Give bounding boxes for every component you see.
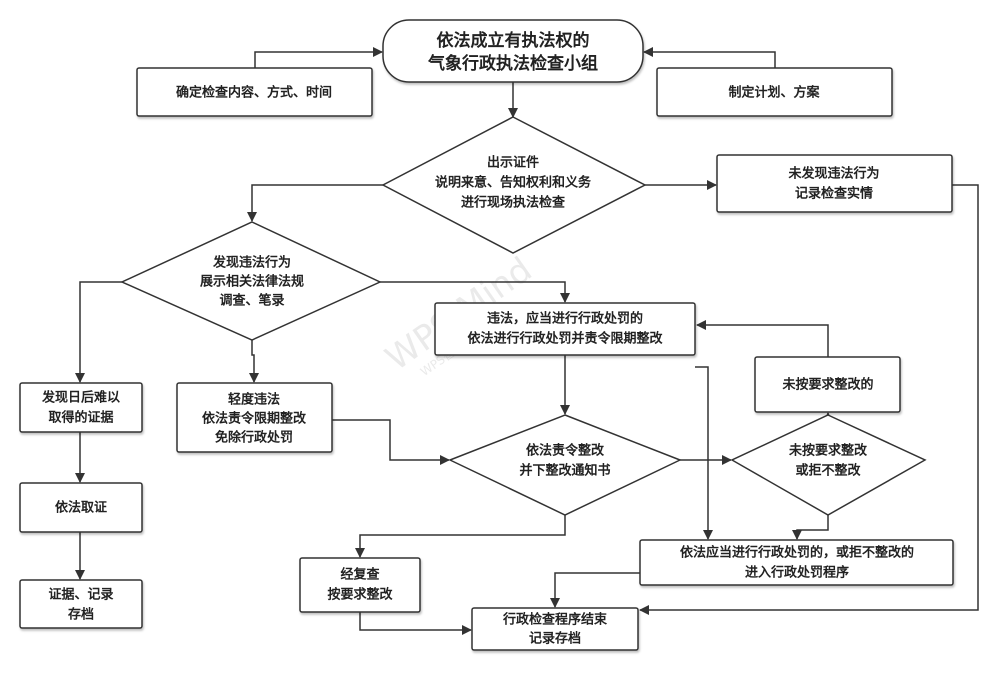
archive-evidence-node: 证据、记录 存档 [19, 579, 143, 629]
inspect-decision: 出示证件 说明来意、告知权利和义务 进行现场执法检查 [381, 116, 647, 254]
svg-text:依法责令限期整改: 依法责令限期整改 [202, 411, 307, 427]
no-violation-node: 未发现违法行为 记录检查实情 [716, 154, 953, 213]
svg-text:依法取证: 依法取证 [55, 500, 107, 516]
arrow-found-hard [75, 281, 122, 383]
arrow-penalty-proc [695, 366, 713, 540]
svg-text:免除行政处罚: 免除行政处罚 [215, 430, 293, 446]
svg-text:进行现场执法检查: 进行现场执法检查 [461, 195, 566, 211]
arrow-found-penalty [380, 281, 570, 303]
arrow-minor-order [332, 419, 450, 465]
hard-evidence-node: 发现日后难以 取得的证据 [19, 382, 143, 433]
svg-text:说明来意、告知权利和义务: 说明来意、告知权利和义务 [435, 175, 592, 191]
svg-text:轻度违法: 轻度违法 [228, 392, 280, 408]
arrow-notrectified-proc [792, 515, 829, 540]
svg-text:违法，应当进行行政处罚的: 违法，应当进行行政处罚的 [487, 311, 643, 327]
arrow-determine-start [254, 47, 383, 68]
svg-text:经复查: 经复查 [340, 567, 380, 583]
svg-text:进入行政处罚程序: 进入行政处罚程序 [745, 565, 849, 581]
svg-text:记录检查实情: 记录检查实情 [795, 186, 873, 202]
order-decision: 依法责令整改 并下整改通知书 [448, 414, 682, 516]
svg-text:并下整改通知书: 并下整改通知书 [519, 463, 610, 479]
svg-text:行政检查程序结束: 行政检查程序结束 [502, 612, 608, 628]
connectors [75, 47, 979, 635]
svg-text:取得的证据: 取得的证据 [48, 410, 113, 426]
found-decision: 发现违法行为 展示相关法律法规 调查、笔录 [120, 221, 382, 341]
svg-text:出示证件: 出示证件 [487, 155, 539, 171]
plan-node: 制定计划、方案 [656, 67, 893, 117]
arrow-box-penalty [696, 320, 829, 357]
penalty-procedure-node: 依法应当进行行政处罚的，或拒不整改的 进入行政处罚程序 [639, 539, 954, 586]
svg-text:未按要求整改: 未按要求整改 [788, 443, 868, 459]
arrow-inspect-found [247, 184, 383, 222]
svg-text:展示相关法律法规: 展示相关法律法规 [200, 274, 304, 290]
svg-text:证据、记录: 证据、记录 [48, 587, 113, 603]
svg-text:确定检查内容、方式、时间: 确定检查内容、方式、时间 [176, 85, 332, 101]
svg-text:依法应当进行行政处罚的，或拒不整改的: 依法应当进行行政处罚的，或拒不整改的 [680, 545, 914, 561]
svg-text:按要求整改: 按要求整改 [327, 587, 393, 603]
collect-node: 依法取证 [19, 482, 143, 533]
svg-text:未按要求整改的: 未按要求整改的 [781, 377, 873, 393]
svg-text:发现日后难以: 发现日后难以 [41, 390, 120, 406]
arrow-rechecked-end [359, 612, 472, 635]
svg-text:记录存档: 记录存档 [529, 631, 581, 647]
start-node: 依法成立有执法权的 气象行政执法检查小组 [382, 19, 644, 83]
arrow-proc-end [550, 572, 640, 608]
svg-text:或拒不整改: 或拒不整改 [795, 463, 861, 479]
svg-text:发现违法行为: 发现违法行为 [212, 255, 291, 271]
not-rectified-decision: 未按要求整改 或拒不整改 [730, 414, 927, 516]
arrow-noviolation-end [639, 184, 979, 615]
determine-node: 确定检查内容、方式、时间 [136, 67, 373, 117]
svg-text:未发现违法行为: 未发现违法行为 [787, 166, 879, 182]
penalty-node: 违法，应当进行行政处罚的 依法进行行政处罚并责令限期整改 [434, 302, 696, 356]
rechecked-node: 经复查 按要求整改 [299, 557, 421, 613]
minor-node: 轻度违法 依法责令限期整改 免除行政处罚 [176, 382, 333, 453]
svg-text:依法成立有执法权的: 依法成立有执法权的 [437, 30, 590, 51]
svg-text:气象行政执法检查小组: 气象行政执法检查小组 [427, 53, 598, 74]
svg-text:依法责令整改: 依法责令整改 [526, 443, 605, 459]
svg-text:制定计划、方案: 制定计划、方案 [728, 85, 820, 101]
svg-text:依法进行行政处罚并责令限期整改: 依法进行行政处罚并责令限期整改 [467, 331, 663, 347]
arrow-plan-start [643, 47, 776, 68]
end-node: 行政检查程序结束 记录存档 [471, 607, 639, 651]
svg-text:调查、笔录: 调查、笔录 [219, 293, 284, 309]
not-rectified-node: 未按要求整改的 [754, 356, 901, 413]
arrow-found-minor [249, 340, 259, 383]
svg-text:存档: 存档 [68, 607, 94, 623]
arrow-order-rechecked [355, 515, 566, 558]
